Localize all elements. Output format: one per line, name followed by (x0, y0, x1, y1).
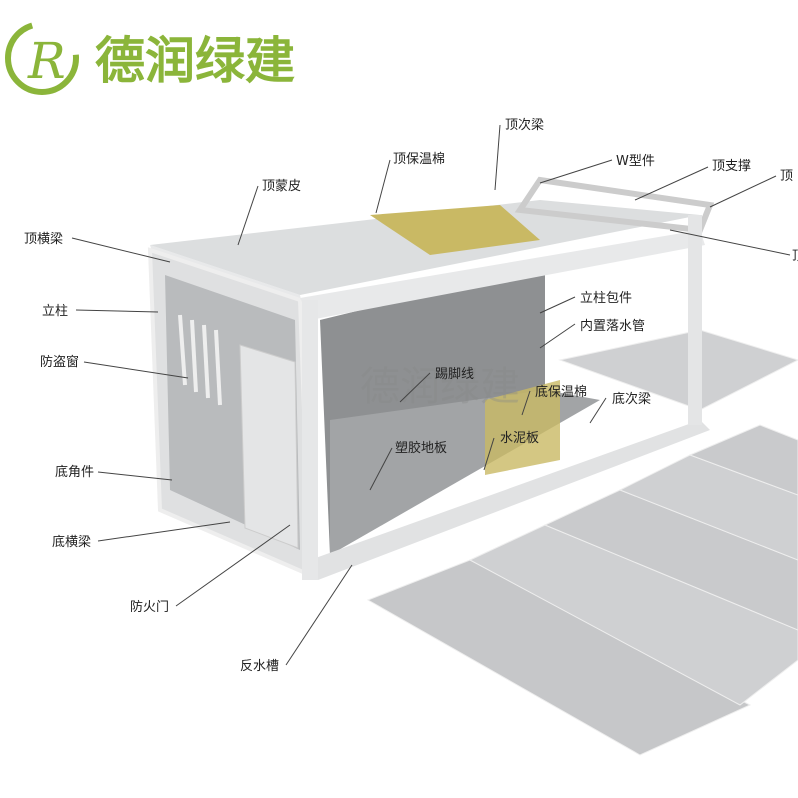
label-cement-board: 水泥板 (500, 431, 539, 446)
label-top-corner-cut: 顶 (780, 169, 793, 184)
label-internal-downpipe: 内置落水管 (580, 318, 645, 334)
logo-letter: R (27, 32, 66, 90)
label-bottom-corner: 底角件 (55, 464, 94, 480)
label-drip-groove: 反水槽 (240, 659, 279, 674)
label-bottom-insulation: 底保温棉 (535, 384, 587, 400)
watermark: 德润绿建 (360, 364, 520, 410)
logo-swirl-icon (5, 21, 79, 95)
label-column: 立柱 (42, 304, 68, 319)
label-column-cover: 立柱包件 (580, 291, 632, 306)
leader-lines (71, 124, 791, 666)
logo: R 德润绿建 (5, 21, 295, 95)
label-skirting: 踢脚线 (435, 366, 474, 382)
label-top-brace: 顶支撑 (712, 159, 751, 174)
label-security-window: 防盗窗 (40, 354, 79, 370)
label-w-piece: W型件 (616, 154, 655, 169)
label-top-skin: 顶蒙皮 (262, 179, 301, 194)
label-top-insulation: 顶保温棉 (393, 152, 445, 167)
label-top-cross-beam: 顶横梁 (24, 232, 63, 247)
container (147, 176, 715, 580)
floor-panels (366, 329, 798, 756)
label-top-beam-cut: 顶 (792, 249, 798, 264)
label-top-secondary-beam: 顶次梁 (505, 117, 544, 133)
label-fire-door: 防火门 (130, 599, 169, 615)
label-bottom-cross-beam: 底横梁 (52, 534, 91, 550)
part-labels: 顶次梁 顶保温棉 W型件 顶支撑 顶 顶 顶蒙皮 顶横梁 立柱 防盗窗 底角件 … (24, 117, 798, 674)
label-bottom-secondary-beam: 底次梁 (612, 391, 651, 407)
label-plastic-floor: 塑胶地板 (395, 440, 447, 456)
security-window-bars (178, 314, 222, 406)
logo-text: 德润绿建 (95, 32, 295, 90)
